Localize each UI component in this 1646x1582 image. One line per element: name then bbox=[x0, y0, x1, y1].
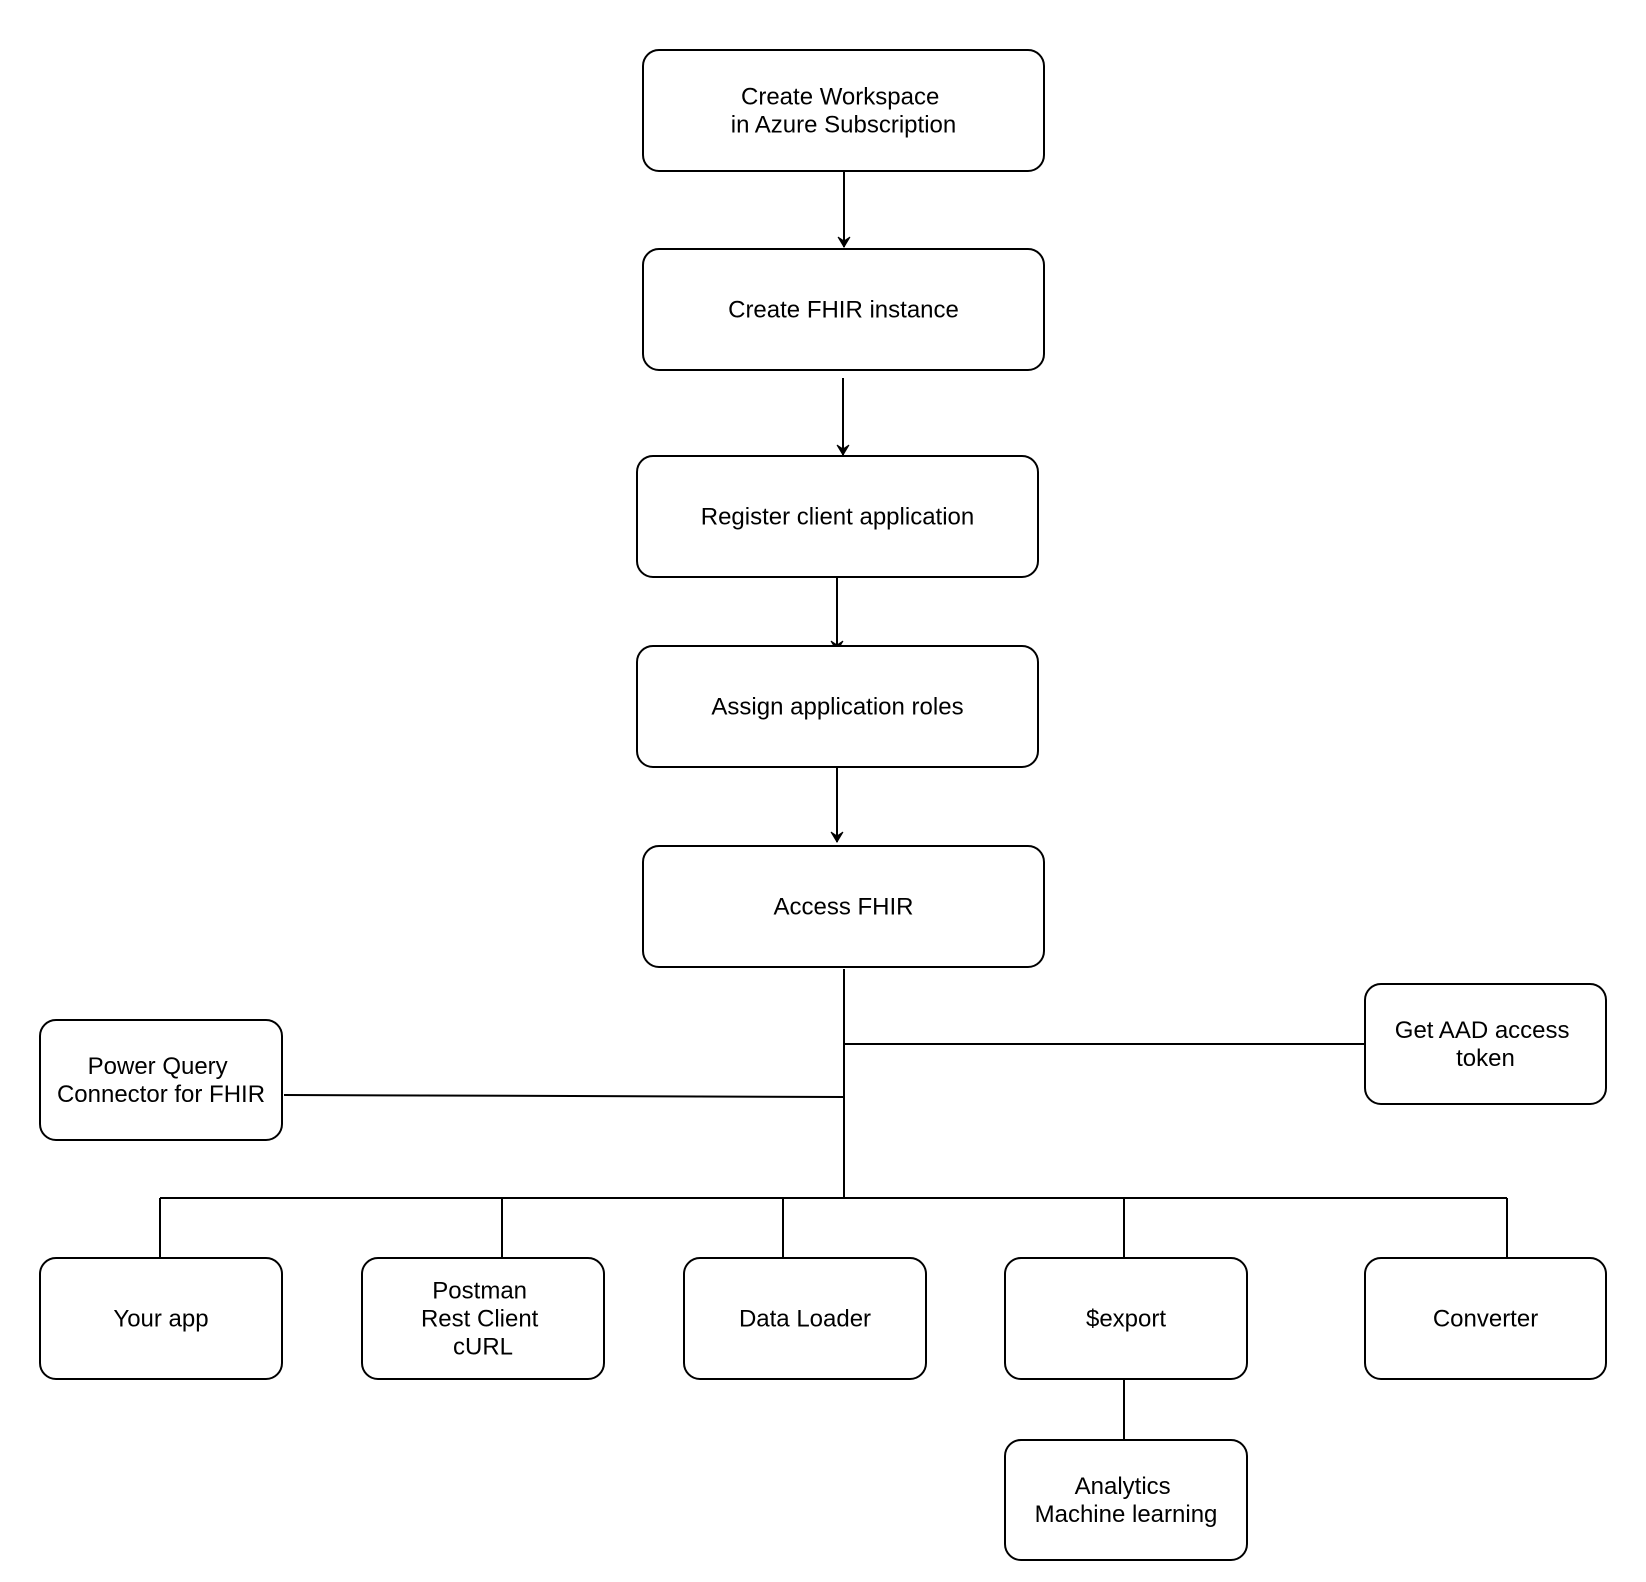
connector-power-query bbox=[283, 1094, 845, 1098]
node-register-app: Register client application bbox=[636, 455, 1039, 578]
node-access-fhir: Access FHIR bbox=[642, 845, 1045, 968]
node-create-workspace: Create Workspace in Azure Subscription bbox=[642, 49, 1045, 172]
node-create-fhir: Create FHIR instance bbox=[642, 248, 1045, 371]
node-assign-roles-label: Assign application roles bbox=[711, 693, 963, 720]
node-power-query: Power Query Connector for FHIR bbox=[39, 1019, 283, 1141]
node-export: $export bbox=[1004, 1257, 1248, 1380]
node-data-loader-label: Data Loader bbox=[739, 1305, 871, 1332]
node-create-workspace-label: Create Workspace in Azure Subscription bbox=[731, 83, 956, 138]
node-assign-roles: Assign application roles bbox=[636, 645, 1039, 768]
node-access-fhir-label: Access FHIR bbox=[773, 893, 913, 920]
node-converter: Converter bbox=[1364, 1257, 1607, 1380]
node-postman: Postman Rest Client cURL bbox=[361, 1257, 605, 1380]
node-analytics-label: Analytics Machine learning bbox=[1035, 1473, 1218, 1528]
node-your-app-label: Your app bbox=[113, 1305, 208, 1332]
node-create-fhir-label: Create FHIR instance bbox=[728, 296, 959, 323]
node-converter-label: Converter bbox=[1433, 1305, 1538, 1332]
node-data-loader: Data Loader bbox=[683, 1257, 927, 1380]
node-register-app-label: Register client application bbox=[701, 503, 974, 530]
node-your-app: Your app bbox=[39, 1257, 283, 1380]
node-export-label: $export bbox=[1086, 1305, 1166, 1332]
node-analytics: Analytics Machine learning bbox=[1004, 1439, 1248, 1561]
node-power-query-label: Power Query Connector for FHIR bbox=[57, 1053, 265, 1108]
node-postman-label: Postman Rest Client cURL bbox=[421, 1277, 545, 1360]
node-get-token: Get AAD access token bbox=[1364, 983, 1607, 1105]
node-get-token-label: Get AAD access token bbox=[1395, 1017, 1576, 1072]
